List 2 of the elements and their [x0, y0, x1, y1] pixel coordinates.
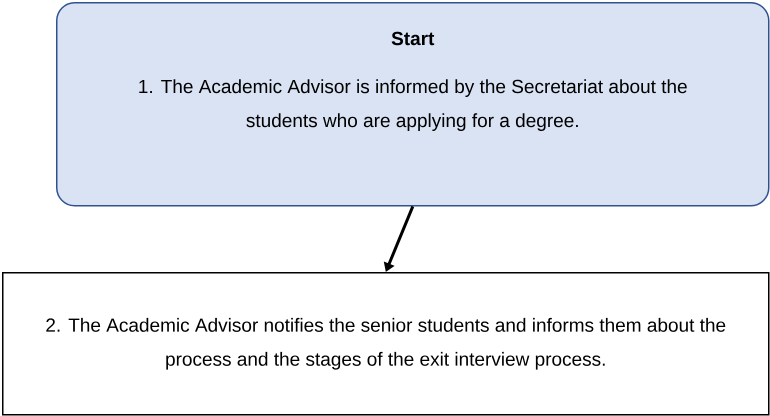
start-box: Start 1. The Academic Advisor is informed by the Secretariat about the students who are applying for a degree.	[56, 2, 770, 206]
process-box: 2. The Academic Advisor notifies the senior students and informs them about the process and the stages of the exit interview process.	[2, 272, 770, 416]
